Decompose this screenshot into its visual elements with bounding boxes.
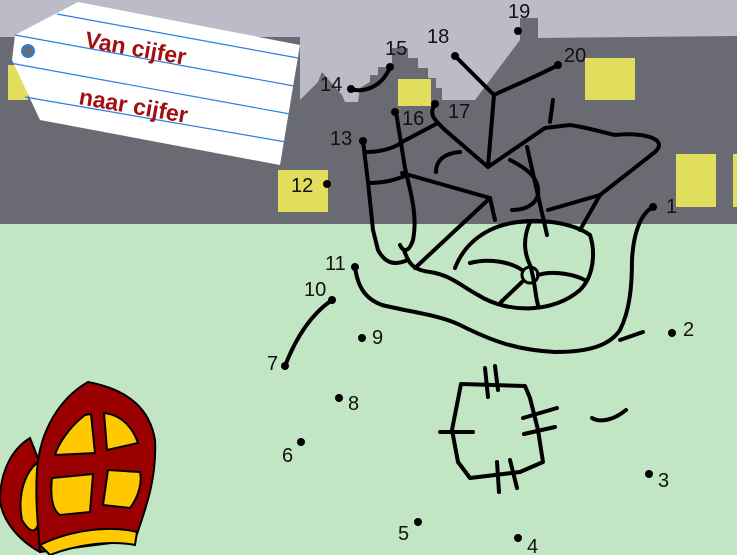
dot-10[interactable]: 10 (304, 279, 336, 304)
dot-marker[interactable] (391, 108, 399, 116)
dot-number-label: 19 (508, 1, 530, 23)
window (278, 170, 328, 212)
dot-marker[interactable] (451, 52, 459, 60)
dot-marker[interactable] (323, 180, 331, 188)
dot-marker[interactable] (514, 27, 522, 35)
dot-number-label: 11 (325, 253, 346, 275)
dot-3[interactable]: 3 (645, 470, 669, 492)
dot-number-label: 6 (282, 445, 293, 467)
dot-7[interactable]: 7 (267, 353, 289, 375)
dot-marker[interactable] (328, 296, 336, 304)
dot-5[interactable]: 5 (398, 518, 422, 545)
dot-4[interactable]: 4 (514, 534, 538, 555)
dot-19[interactable]: 19 (508, 1, 530, 35)
dot-marker[interactable] (649, 203, 657, 211)
dot-marker[interactable] (347, 85, 355, 93)
dot-16[interactable]: 16 (391, 108, 424, 130)
dot-number-label: 14 (320, 74, 342, 96)
dot-number-label: 17 (448, 101, 470, 123)
window (585, 58, 635, 100)
dot-marker[interactable] (431, 100, 439, 108)
tag-hole-icon (21, 44, 35, 58)
window (398, 79, 431, 106)
dot-17[interactable]: 17 (431, 100, 470, 123)
dot-marker[interactable] (414, 518, 422, 526)
dot-number-label: 8 (348, 393, 359, 415)
dot-6[interactable]: 6 (282, 438, 305, 467)
dot-marker[interactable] (281, 362, 289, 370)
dot-11[interactable]: 11 (325, 253, 359, 275)
dot-number-label: 18 (427, 26, 449, 48)
mitre-icon (0, 380, 157, 555)
dot-13[interactable]: 13 (330, 128, 367, 150)
dot-marker[interactable] (358, 334, 366, 342)
dot-number-label: 16 (402, 108, 424, 130)
dot-number-label: 10 (304, 279, 326, 301)
dot-marker[interactable] (554, 61, 562, 69)
dot-number-label: 15 (385, 38, 407, 60)
dot-number-label: 20 (564, 45, 586, 67)
dot-marker[interactable] (514, 534, 522, 542)
dot-number-label: 13 (330, 128, 352, 150)
dot-2[interactable]: 2 (668, 319, 694, 341)
dot-number-label: 3 (658, 470, 669, 492)
dot-number-label: 12 (291, 175, 313, 197)
dot-number-label: 7 (267, 353, 278, 375)
dot-marker[interactable] (386, 63, 394, 71)
dot-number-label: 2 (683, 319, 694, 341)
dot-1[interactable]: 1 (649, 196, 677, 218)
dot-15[interactable]: 15 (385, 38, 407, 71)
dot-number-label: 1 (666, 196, 677, 218)
dot-14[interactable]: 14 (320, 74, 355, 96)
dot-marker[interactable] (359, 137, 367, 145)
title-tag: Van cijfer naar cijfer (9, 2, 300, 165)
dot-marker[interactable] (668, 329, 676, 337)
dot-marker[interactable] (351, 263, 359, 271)
dot-8[interactable]: 8 (335, 393, 359, 415)
dot-marker[interactable] (297, 438, 305, 446)
dot-18[interactable]: 18 (427, 26, 459, 60)
dot-20[interactable]: 20 (554, 45, 586, 69)
dot-number-label: 4 (527, 536, 538, 555)
window (733, 154, 737, 207)
dot-number-label: 5 (398, 523, 409, 545)
ship-wheel-hub (520, 265, 540, 285)
dot-marker[interactable] (335, 394, 343, 402)
dot-marker[interactable] (645, 470, 653, 478)
dot-12[interactable]: 12 (291, 175, 331, 197)
dot-number-label: 9 (372, 327, 383, 349)
window (676, 154, 716, 207)
ship-drawing (283, 54, 661, 494)
dot-9[interactable]: 9 (358, 327, 383, 349)
